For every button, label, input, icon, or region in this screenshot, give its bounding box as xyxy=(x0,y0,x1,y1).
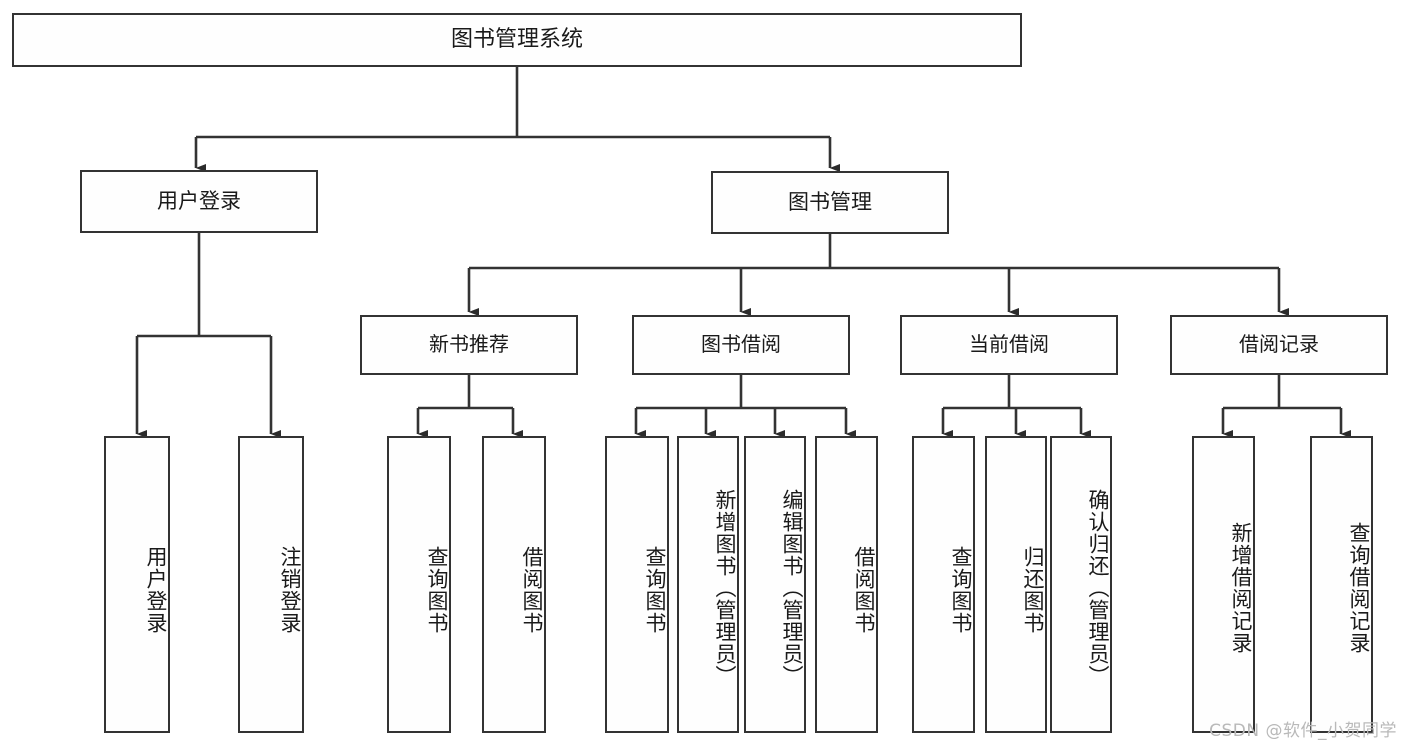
node-new-book-recommendation[interactable]: 新书推荐 xyxy=(360,315,578,375)
node-current-borrowing[interactable]: 当前借阅 xyxy=(900,315,1118,375)
node-label: 新增图书（管理员） xyxy=(713,488,737,687)
node-label: 借阅图书 xyxy=(520,545,544,634)
node-label: 用户登录 xyxy=(157,189,241,214)
leaf-query-book-recommend[interactable]: 查询图书 xyxy=(387,436,451,733)
node-label: 用户登录 xyxy=(144,545,168,634)
node-label: 新书推荐 xyxy=(429,332,509,357)
leaf-return-book[interactable]: 归还图书 xyxy=(985,436,1047,733)
node-label: 图书借阅 xyxy=(701,332,781,357)
leaf-logout-login[interactable]: 注销登录 xyxy=(238,436,304,733)
leaf-borrow-book-recommend[interactable]: 借阅图书 xyxy=(482,436,546,733)
node-book-management[interactable]: 图书管理 xyxy=(711,171,949,234)
node-label: 查询借阅记录 xyxy=(1347,521,1371,654)
leaf-edit-book-admin[interactable]: 编辑图书（管理员） xyxy=(744,436,806,733)
leaf-add-book-admin[interactable]: 新增图书（管理员） xyxy=(677,436,739,733)
node-label: 确认归还（管理员） xyxy=(1086,488,1110,687)
node-label: 查询图书 xyxy=(425,545,449,634)
node-label: 查询图书 xyxy=(643,545,667,634)
node-label: 图书管理系统 xyxy=(450,27,583,53)
node-label: 借阅记录 xyxy=(1239,332,1319,357)
node-label: 新增借阅记录 xyxy=(1229,521,1253,654)
leaf-query-book-current[interactable]: 查询图书 xyxy=(912,436,975,733)
leaf-query-borrow-record[interactable]: 查询借阅记录 xyxy=(1310,436,1373,733)
node-book-borrowing[interactable]: 图书借阅 xyxy=(632,315,850,375)
leaf-confirm-return-admin[interactable]: 确认归还（管理员） xyxy=(1050,436,1112,733)
node-label: 归还图书 xyxy=(1021,545,1045,634)
leaf-query-book-borrow[interactable]: 查询图书 xyxy=(605,436,669,733)
node-label: 当前借阅 xyxy=(969,332,1049,357)
node-label: 图书管理 xyxy=(788,190,872,215)
node-root-book-management-system[interactable]: 图书管理系统 xyxy=(12,13,1022,67)
leaf-add-borrow-record[interactable]: 新增借阅记录 xyxy=(1192,436,1255,733)
leaf-borrow-book[interactable]: 借阅图书 xyxy=(815,436,878,733)
leaf-user-login[interactable]: 用户登录 xyxy=(104,436,170,733)
node-label: 注销登录 xyxy=(278,545,302,634)
node-label: 借阅图书 xyxy=(852,545,876,634)
node-user-login[interactable]: 用户登录 xyxy=(80,170,318,233)
node-borrowing-record[interactable]: 借阅记录 xyxy=(1170,315,1388,375)
node-label: 编辑图书（管理员） xyxy=(780,488,804,687)
node-label: 查询图书 xyxy=(949,545,973,634)
